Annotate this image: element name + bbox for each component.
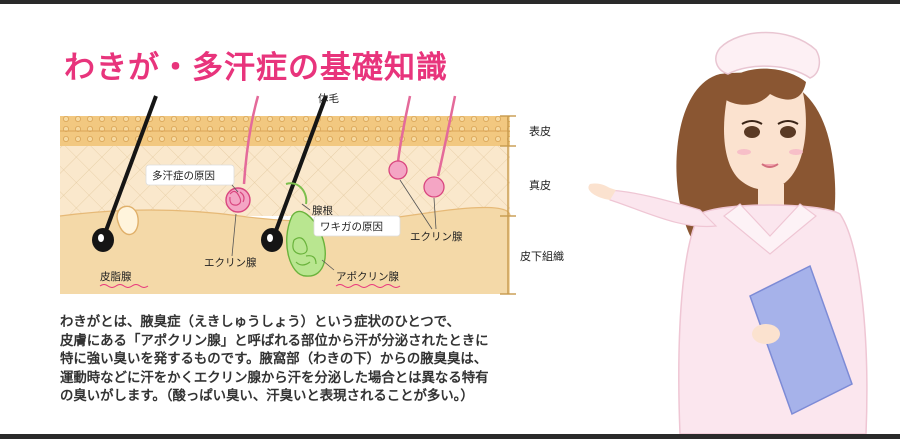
label-eccrine-right: エクリン腺: [410, 230, 463, 243]
clipboard-icon: [749, 264, 853, 416]
label-subcutaneous: 皮下組織: [520, 250, 564, 263]
eye-right: [780, 126, 796, 138]
label-hair: 体毛: [318, 93, 339, 105]
text-line: わきがとは、腋臭症（えきしゅうしょう）という症状のひとつで、: [60, 315, 460, 330]
mouth: [761, 163, 779, 168]
label-eccrine-left: エクリン腺: [204, 256, 257, 269]
label-box-odor: [313, 215, 401, 237]
nurse-cap: [715, 31, 821, 79]
nurse-illustration: [588, 31, 868, 434]
label-epidermis: 表皮: [529, 124, 551, 138]
pointing-hand: [588, 183, 616, 200]
eccrine-gland-center: [225, 187, 251, 213]
text-line: 特に強い臭いを発するものです。腋窩部（わきの下）からの腋臭臭は、: [60, 352, 488, 368]
eccrine-gland-right-1: [388, 160, 408, 180]
label-dermis: 真皮: [529, 178, 551, 192]
hair-shaft-left: [102, 95, 158, 237]
explanation-text: わきがとは、腋臭症（えきしゅうしょう）という症状のひとつで、 皮膚にある「アポク…: [60, 314, 600, 407]
label-apocrine: アポクリン腺: [336, 270, 399, 283]
label-gland-root: 腺根: [312, 204, 333, 217]
text-line: 皮膚にある「アポクリン腺」と呼ばれる部位から汗が分泌されたときに: [60, 333, 489, 349]
content-panel: わきが・多汗症の基礎知識 表皮 真皮 皮下組織: [0, 4, 900, 434]
label-odor-cause: ワキガの原因: [320, 221, 383, 233]
text-line: の臭いがします。（酸っぱい臭い、汗臭いと表現されることが多い。）: [60, 389, 474, 405]
hair-shaft-center: [272, 95, 328, 237]
eccrine-gland-right-2: [423, 176, 445, 198]
label-hyperhidrosis-cause: 多汗症の原因: [152, 169, 215, 182]
page-title: わきが・多汗症の基礎知識: [64, 50, 448, 86]
skin-diagram: 表皮 真皮 皮下組織 体毛 多汗症の原因 腺根: [59, 93, 564, 295]
sebaceous-gland: [116, 205, 139, 235]
text-line: 運動時などに汗をかくエクリン腺から汗を分泌した場合とは異なる特有: [60, 370, 489, 386]
eye-left: [744, 126, 760, 138]
label-sebaceous: 皮脂腺: [100, 270, 132, 283]
label-box-hyperhidrosis: [145, 164, 235, 186]
